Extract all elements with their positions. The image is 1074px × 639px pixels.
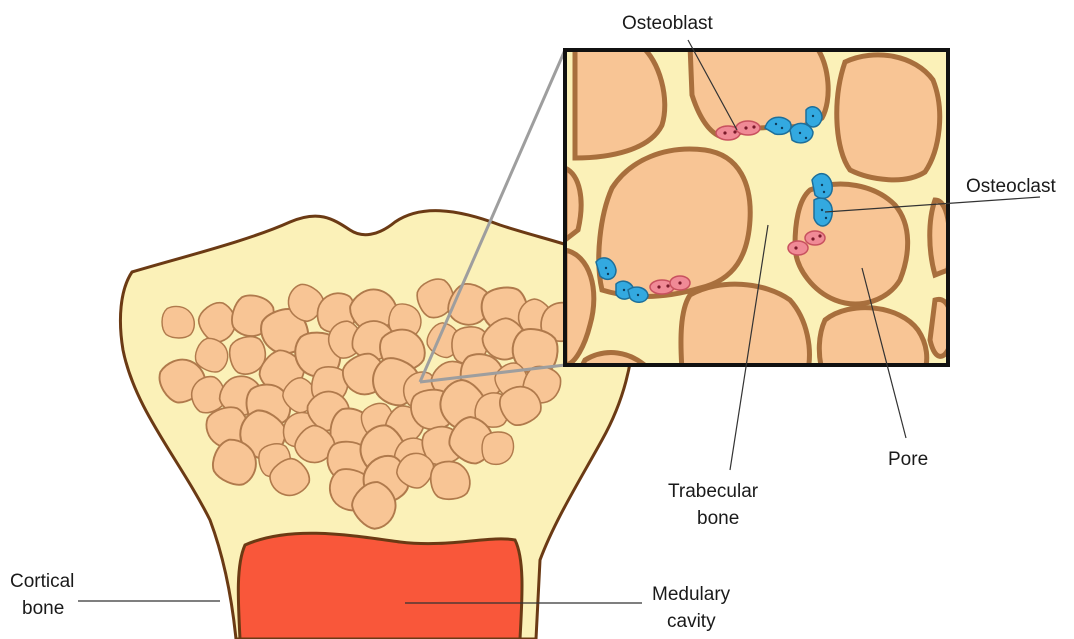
osteoblast-label: Osteoblast [622,13,714,34]
inset-pore [837,55,940,180]
pore-label: Pore [888,449,928,470]
trabecular-label-line2: bone [697,508,739,529]
trabecular-pore [162,306,194,338]
osteoclast-label: Osteoclast [966,176,1056,197]
cortical-label-line2: bone [22,598,64,619]
trabecular-label-line1: Trabecular [668,481,759,502]
inset-pore [575,45,665,158]
medulary-label-line1: Medulary [652,584,731,605]
medulary-label-line2: cavity [667,611,716,632]
cortical-label-line1: Cortical [10,571,74,592]
medullary-cavity-shape [238,533,522,639]
